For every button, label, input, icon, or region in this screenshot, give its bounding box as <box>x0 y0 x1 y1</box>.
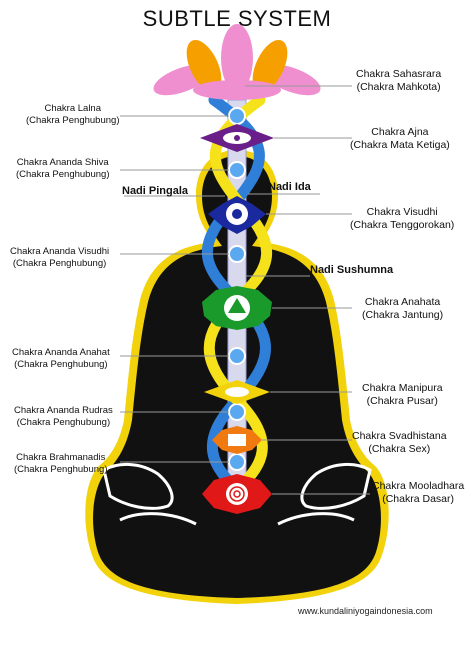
label-name: Chakra Svadhistana <box>352 430 447 442</box>
label-chakra-anahata: Chakra Anahata (Chakra Jantung) <box>362 296 443 322</box>
lotus-petal <box>252 39 288 93</box>
chakra-ananda-visudhi-icon <box>228 245 246 263</box>
label-name: Chakra Visudhi <box>366 206 438 218</box>
chakra-ananda-rudras-icon <box>228 403 246 421</box>
label-chakra-brahmanadis: Chakra Brahmanadis (Chakra Penghubung) <box>14 452 107 476</box>
label-name: Chakra Ananda Rudras <box>14 405 113 416</box>
label-name: Chakra Ananda Anahat <box>12 347 110 358</box>
lotus-base <box>193 80 281 100</box>
right-foot <box>277 512 355 526</box>
label-name: Chakra Ajna <box>371 126 429 138</box>
lotus-petal <box>221 24 253 92</box>
label-sub: (Chakra Mahkota) <box>356 81 441 93</box>
label-chakra-sahasrara: Chakra Sahasrara (Chakra Mahkota) <box>356 68 441 94</box>
mooladhara-chakra-icon <box>202 474 272 514</box>
sahasrara-lotus <box>153 24 321 100</box>
website-footer: www.kundaliniyogaindonesia.com <box>298 606 433 616</box>
label-chakra-ananda-anahat: Chakra Ananda Anahat (Chakra Penghubung) <box>12 347 110 371</box>
label-sub: (Chakra Penghubung) <box>16 417 111 428</box>
label-chakra-manipura: Chakra Manipura (Chakra Pusar) <box>362 382 443 408</box>
label-sub: (Chakra Pusar) <box>366 395 438 407</box>
svadhistana-chakra-icon <box>212 426 262 454</box>
main-chakras <box>200 124 274 514</box>
label-sub: (Chakra Tenggorokan) <box>350 219 455 231</box>
label-name: Chakra Manipura <box>362 382 443 394</box>
left-foot <box>119 512 197 526</box>
label-name: Chakra Ananda Shiva <box>16 157 109 168</box>
label-sub: (Chakra Dasar) <box>382 493 454 505</box>
label-sub: (Chakra Penghubung) <box>14 359 108 370</box>
chakra-ananda-shiva-icon <box>228 161 246 179</box>
lotus-petal <box>186 39 222 93</box>
manipura-chakra-icon <box>204 380 270 404</box>
label-name: Chakra Ananda Visudhi <box>10 246 110 257</box>
label-chakra-svadhistana: Chakra Svadhistana (Chakra Sex) <box>352 430 447 456</box>
label-chakra-lalna: Chakra Lalna (Chakra Penghubung) <box>26 103 119 127</box>
label-name: Chakra Anahata <box>364 296 441 308</box>
label-sub: (Chakra Mata Ketiga) <box>350 139 450 151</box>
label-name: Chakra Sahasrara <box>356 68 442 80</box>
label-sub: (Chakra Penghubung) <box>12 258 107 269</box>
label-chakra-visudhi: Chakra Visudhi (Chakra Tenggorokan) <box>350 206 454 232</box>
label-chakra-ananda-rudras: Chakra Ananda Rudras (Chakra Penghubung) <box>14 405 113 429</box>
label-nadi-ida: Nadi Ida <box>268 181 311 193</box>
label-chakra-ananda-visudhi: Chakra Ananda Visudhi (Chakra Penghubung… <box>10 246 109 270</box>
anahata-chakra-icon <box>202 286 272 330</box>
ajna-chakra-icon <box>200 124 274 152</box>
chakra-brahmanadis-icon <box>228 453 246 471</box>
label-sub: (Chakra Penghubung) <box>16 169 110 180</box>
label-chakra-ajna: Chakra Ajna (Chakra Mata Ketiga) <box>350 126 450 152</box>
leader-lines <box>120 85 370 495</box>
label-nadi-pingala: Nadi Pingala <box>122 185 189 197</box>
connecting-chakras <box>228 107 246 471</box>
label-sub: (Chakra Penghubung) <box>14 464 108 475</box>
chakra-ananda-anahat-icon <box>228 347 246 365</box>
label-nadi-sushumna: Nadi Sushumna <box>310 264 394 276</box>
left-hand <box>102 463 174 510</box>
label-name: Chakra Mooladhara <box>372 480 465 492</box>
label-name: Chakra Lalna <box>44 103 101 114</box>
chakra-lalna-icon <box>228 107 246 125</box>
visudhi-chakra-icon <box>208 196 266 234</box>
label-sub: (Chakra Penghubung) <box>26 115 120 126</box>
label-chakra-mooladhara: Chakra Mooladhara (Chakra Dasar) <box>372 480 464 506</box>
label-sub: (Chakra Jantung) <box>362 309 444 321</box>
label-sub: (Chakra Sex) <box>368 443 431 455</box>
label-name: Chakra Brahmanadis <box>16 452 106 463</box>
label-chakra-ananda-shiva: Chakra Ananda Shiva (Chakra Penghubung) <box>16 157 109 181</box>
diagram-title: SUBTLE SYSTEM <box>142 6 332 31</box>
